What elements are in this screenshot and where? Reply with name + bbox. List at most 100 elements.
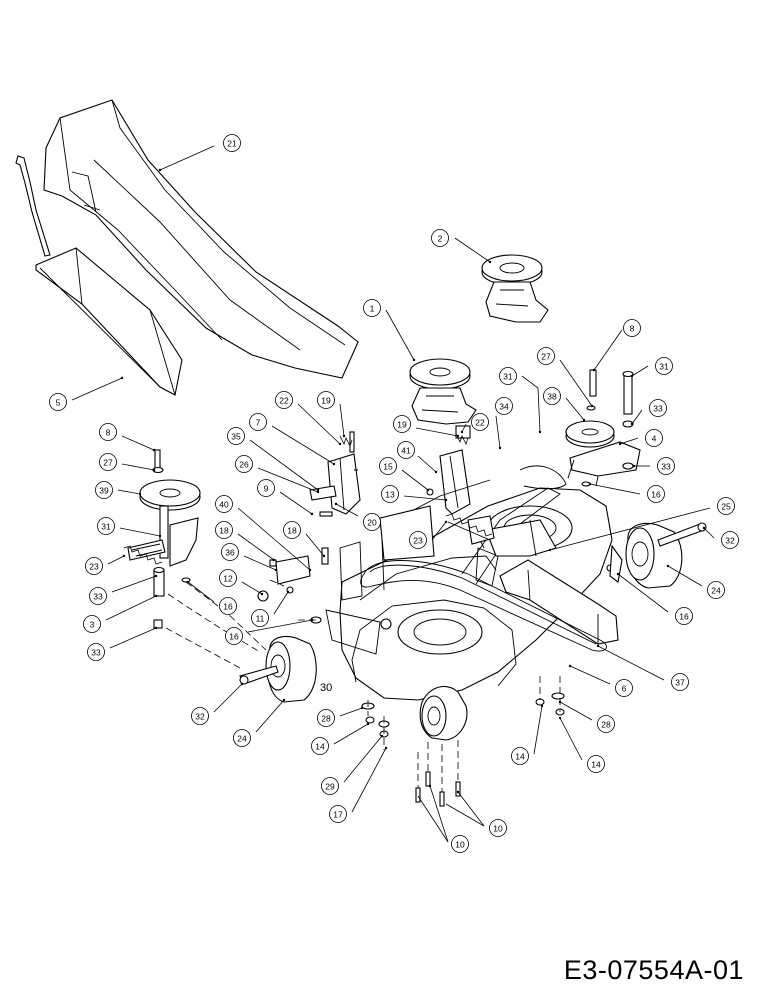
leader-line — [385, 309, 415, 361]
callout-circle — [257, 479, 275, 497]
callout-circle — [87, 643, 105, 661]
leader-tip — [286, 590, 290, 594]
leader-line — [351, 747, 387, 813]
callout-circle — [587, 755, 605, 773]
leader-tip — [460, 430, 464, 434]
callout-10: 10 — [489, 819, 507, 837]
callout-circle — [671, 673, 689, 691]
callout-label: 8 — [106, 428, 111, 438]
callout-16: 16 — [647, 485, 665, 503]
lever-rod — [15, 155, 51, 257]
leader-tip — [308, 568, 312, 572]
callout-16: 16 — [675, 607, 693, 625]
leader-line — [109, 627, 157, 649]
callout-31: 31 — [499, 367, 517, 385]
gauge-wheel-right — [625, 522, 707, 589]
callout-circle — [329, 805, 347, 823]
callout-18: 18 — [283, 521, 301, 539]
callout-circle — [363, 513, 381, 531]
leader-line — [521, 375, 541, 433]
callout-circle — [451, 835, 469, 853]
callout-circle — [311, 737, 329, 755]
leader-line — [119, 527, 161, 537]
leader-tip — [590, 404, 594, 408]
leader-line — [271, 425, 335, 465]
callout-19: 19 — [317, 391, 335, 409]
leader-line — [495, 415, 501, 449]
leader-tip — [260, 592, 264, 596]
leader-tip — [558, 700, 562, 704]
callout-label: 14 — [591, 760, 601, 770]
leader-line — [213, 683, 243, 713]
leader-tip — [540, 704, 544, 708]
callout-circle — [233, 729, 251, 747]
callout-circle — [317, 391, 335, 409]
leader-tip — [380, 734, 384, 738]
callout-16: 16 — [219, 597, 237, 615]
callout-6: 6 — [615, 679, 633, 697]
leader-line — [279, 491, 313, 515]
leader-line — [631, 409, 643, 425]
callout-circle — [99, 423, 117, 441]
leader-tip — [274, 568, 278, 572]
callout-4: 4 — [645, 429, 663, 447]
callout-label: 18 — [219, 526, 229, 536]
leader-line — [667, 565, 703, 587]
callout-label: 14 — [515, 752, 525, 762]
leader-line — [549, 507, 711, 551]
callout-circle — [381, 485, 399, 503]
callout-circle — [219, 597, 237, 615]
callout-circle — [215, 521, 233, 539]
callout-circle — [645, 429, 663, 447]
callout-39: 39 — [95, 481, 113, 499]
callout-2: 2 — [431, 229, 449, 247]
leader-line — [305, 533, 325, 557]
callout-35: 35 — [227, 427, 245, 445]
callout-label: 19 — [321, 396, 331, 406]
callout-label: 8 — [630, 324, 635, 334]
drawing-code: E3-07554A-01 — [563, 955, 744, 985]
callout-label: 9 — [264, 484, 269, 494]
callout-11: 11 — [251, 609, 269, 627]
leader-line — [403, 495, 447, 501]
leader-tip — [152, 468, 156, 472]
leader-line — [597, 645, 665, 681]
callout-26: 26 — [235, 455, 253, 473]
callout-36: 36 — [221, 543, 239, 561]
cover-plate — [35, 247, 183, 396]
discharge-chute — [43, 99, 359, 379]
callout-label: 27 — [541, 352, 551, 362]
leader-tip — [588, 482, 592, 486]
leader-line — [533, 705, 543, 755]
leader-line — [339, 403, 345, 437]
callout-label: 34 — [499, 402, 509, 412]
callout-label: 38 — [547, 392, 557, 402]
callout-circle — [251, 609, 269, 627]
callout-40: 40 — [215, 495, 233, 513]
callout-label: 39 — [99, 486, 109, 496]
leader-tip — [488, 260, 492, 264]
callout-circle — [707, 581, 725, 599]
leader-line — [107, 555, 125, 565]
leader-tip — [630, 374, 634, 378]
callout-38: 38 — [543, 387, 561, 405]
leader-tip — [666, 564, 670, 568]
leader-tip — [498, 446, 502, 450]
callout-circle — [537, 347, 555, 365]
callout-circle — [511, 747, 529, 765]
callout-41: 41 — [397, 441, 415, 459]
callout-21: 21 — [223, 134, 241, 152]
callout-3: 3 — [83, 615, 101, 633]
callout-27: 27 — [537, 347, 555, 365]
leader-line — [257, 467, 319, 493]
callout-circle — [623, 319, 641, 337]
callout-circle — [227, 427, 245, 445]
callout-23: 23 — [409, 531, 427, 549]
callout-28: 28 — [317, 709, 335, 727]
callout-circle — [221, 543, 239, 561]
callout-20: 20 — [363, 513, 381, 531]
callout-label: 16 — [651, 490, 661, 500]
callout-label: 33 — [661, 462, 671, 472]
callout-circle — [191, 707, 209, 725]
leader-tip — [444, 520, 448, 524]
